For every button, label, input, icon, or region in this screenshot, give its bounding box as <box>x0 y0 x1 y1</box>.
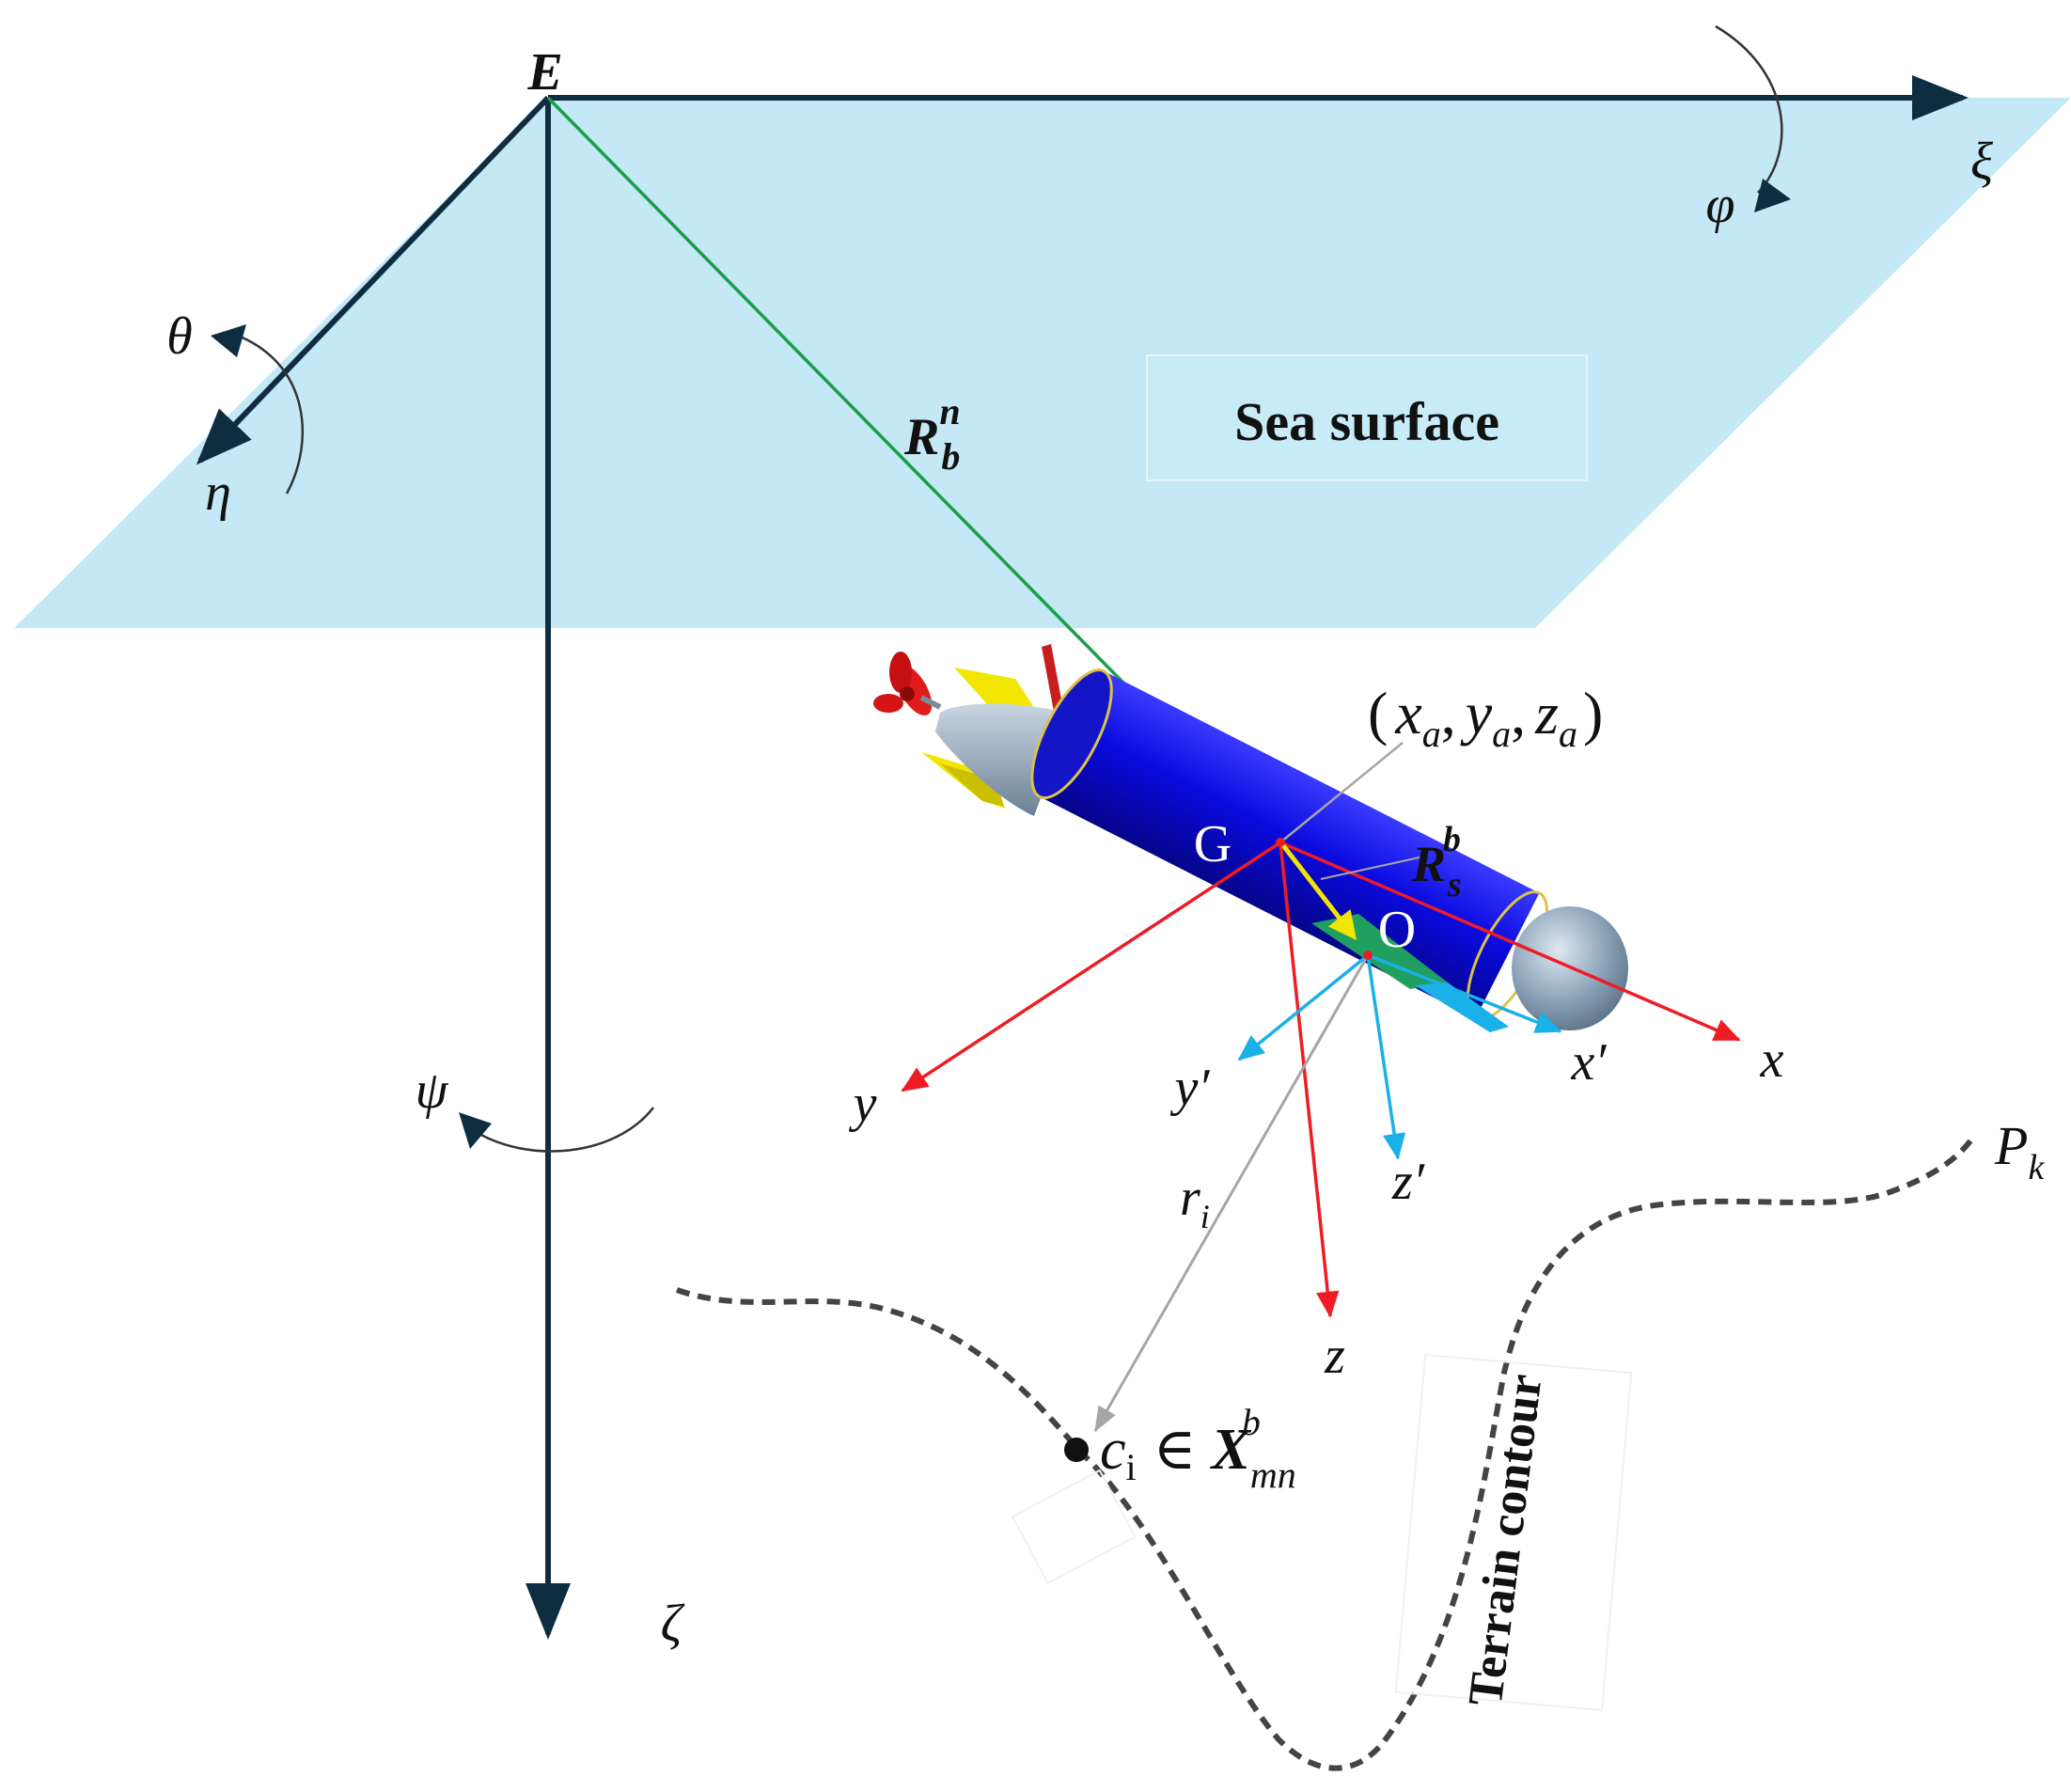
sea-surface-plane <box>14 98 2071 628</box>
point-leader-line <box>1279 742 1404 843</box>
x-prime-axis-label: x′ <box>1570 1033 1607 1092</box>
xi-label: ξ <box>1970 133 1993 191</box>
y-axis-body <box>901 841 1281 1092</box>
y-prime-axis <box>1237 953 1370 1061</box>
point-ci <box>1064 1438 1089 1462</box>
terrain-label-box <box>1394 1354 1633 1711</box>
sea-surface-label: Sea surface <box>1234 391 1499 452</box>
label-G: G <box>1194 815 1232 873</box>
point-coordinates-label: (xa,ya,za) <box>1368 680 1603 755</box>
theta-rotation-arrowhead <box>211 324 246 357</box>
rudder <box>1042 644 1064 716</box>
psi-rotation-arrowhead <box>459 1112 492 1149</box>
z-axis-label: z <box>1324 1327 1345 1385</box>
x-axis-label: x <box>1760 1030 1784 1089</box>
psi-label: ψ <box>416 1061 449 1120</box>
zeta-label: ζ <box>661 1595 685 1653</box>
terrain-contour-curve <box>676 1134 1977 1771</box>
sea-surface-label-box <box>1146 354 1588 481</box>
psi-rotation-arc <box>469 1107 654 1153</box>
theta-label: θ <box>166 307 193 366</box>
rbn-label: Rbn <box>903 390 961 478</box>
pk-label: Pk <box>1994 1115 2045 1187</box>
hull-ring-rear <box>1030 668 1113 800</box>
y-axis-label: y <box>849 1075 877 1133</box>
ri-label: ri <box>1180 1169 1210 1235</box>
propeller-icon <box>873 652 942 715</box>
y-prime-axis-label: y′ <box>1169 1059 1210 1117</box>
upper-fin <box>954 668 1039 715</box>
eta-label: η <box>205 464 231 522</box>
z-axis-body <box>1279 841 1340 1318</box>
phi-rotation-arrowhead <box>1754 179 1791 212</box>
lower-fin-shade <box>940 763 1004 807</box>
z-prime-axis <box>1366 954 1406 1160</box>
x-axis-body <box>1279 841 1741 1042</box>
theta-rotation-arc <box>232 332 305 495</box>
sensor-offset-vector-rsb <box>1280 842 1357 940</box>
point-O <box>1363 951 1373 960</box>
ci-faint-box <box>1011 1469 1137 1585</box>
rsb-leader-line <box>1320 857 1420 880</box>
range-vector-ri <box>1093 954 1370 1433</box>
point-G <box>1276 838 1285 847</box>
label-O: O <box>1378 901 1416 959</box>
origin-label-E: E <box>526 43 562 102</box>
ci-label: ci∈Xmnb <box>1100 1401 1296 1496</box>
x-prime-axis <box>1367 953 1562 1033</box>
rsb-label: Rsb <box>1411 820 1462 904</box>
phi-label: φ <box>1706 176 1735 234</box>
z-prime-axis-label: z′ <box>1391 1153 1425 1211</box>
sensor-strip-cyan <box>1415 982 1509 1032</box>
eta-axis <box>196 95 551 465</box>
phi-rotation-arc <box>1715 24 1783 194</box>
